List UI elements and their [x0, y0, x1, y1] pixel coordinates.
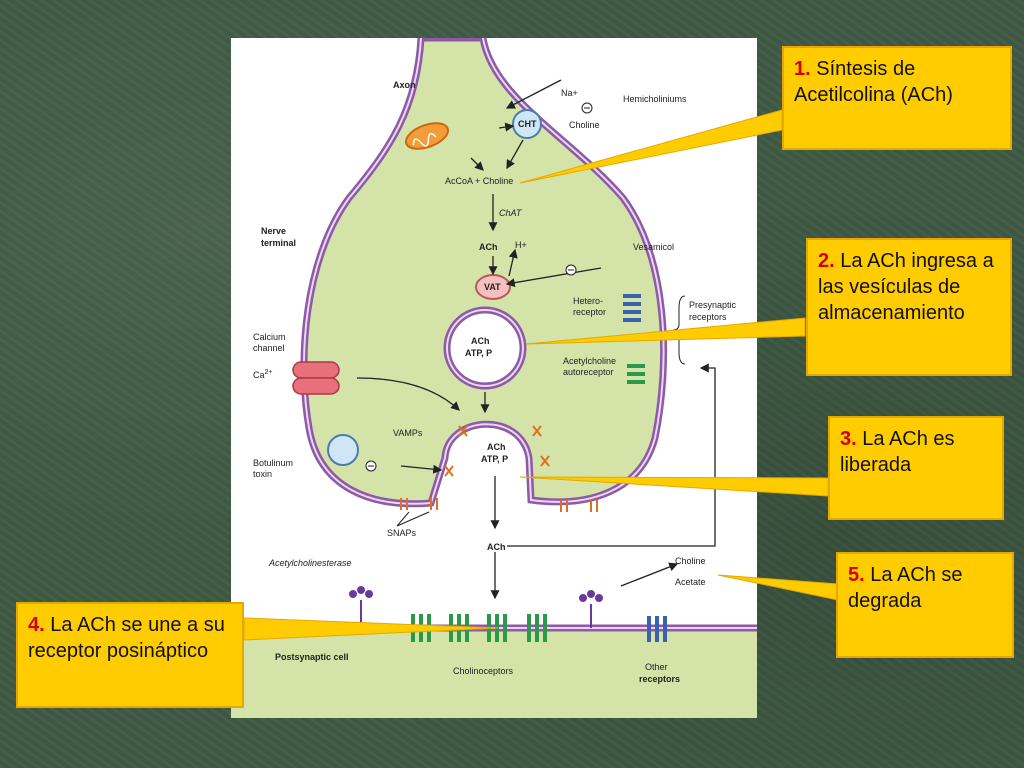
botulinum-toxin [327, 434, 359, 466]
label-vesamicol: Vesamicol [633, 242, 674, 252]
label-acetylcholine-auto-2: autoreceptor [563, 367, 614, 377]
label-choline-bottom: Choline [675, 556, 706, 566]
label-nerve-terminal-2: terminal [261, 238, 296, 248]
label-vamps: VAMPs [393, 428, 423, 438]
label-other-1: Other [645, 662, 668, 672]
label-na: Na+ [561, 88, 578, 98]
inhibition-symbols [365, 102, 593, 472]
label-acetylcholinesterase: Acetylcholinesterase [268, 558, 352, 568]
label-ach-cleft: ACh [487, 542, 506, 552]
label-other-2: receptors [639, 674, 680, 684]
other-receptors [647, 616, 667, 642]
label-ca-text: Ca [253, 370, 265, 380]
callout-number: 1. [794, 58, 811, 80]
label-axon: Axon [393, 80, 416, 90]
callout-text: La ACh se degrada [848, 564, 963, 612]
callout-number: 5. [848, 564, 865, 586]
mitochondrion [404, 122, 450, 150]
label-ach-release: ACh [487, 442, 506, 452]
label-ca: Ca2+ [253, 369, 273, 380]
callout-number: 3. [840, 428, 857, 450]
label-hemicholiniums: Hemicholiniums [623, 94, 687, 104]
postsynaptic-cell [231, 628, 757, 718]
callout-number: 2. [818, 250, 835, 272]
label-calcium-1: Calcium [253, 332, 286, 342]
label-h-plus: H+ [515, 240, 527, 250]
callout-text: Síntesis de Acetilcolina (ACh) [794, 58, 953, 106]
callout-text: La ACh es liberada [840, 428, 955, 476]
label-atp-release: ATP, P [481, 454, 508, 464]
vamps-snaps [400, 425, 598, 512]
callout-release: 3. La ACh es liberada [828, 416, 1004, 520]
pointer-1 [519, 109, 783, 184]
label-hetero-2: receptor [573, 307, 606, 317]
acetylcholinesterase-enzyme [349, 586, 603, 628]
label-presynaptic-2: receptors [689, 312, 727, 322]
cht-label: CHT [518, 119, 537, 129]
label-postsynaptic: Postsynaptic cell [275, 652, 349, 662]
label-ach-vesicle: ACh [471, 336, 490, 346]
callout-text: La ACh se une a su receptor posináptico [28, 614, 225, 662]
callout-receptor-binding: 4. La ACh se une a su receptor posinápti… [16, 602, 244, 708]
label-ca-sup: 2+ [265, 369, 273, 376]
label-accoa-choline: AcCoA + Choline [445, 176, 513, 186]
synapse-diagram-svg: CHT VAT [231, 38, 757, 718]
label-choline-top: Choline [569, 120, 600, 130]
callout-degradation: 5. La ACh se degrada [836, 552, 1014, 658]
label-ach-synth: ACh [479, 242, 498, 252]
callout-text: La ACh ingresa a las vesículas de almace… [818, 250, 994, 324]
callout-number: 4. [28, 614, 45, 636]
pathway-arrows [356, 79, 716, 600]
label-cholinoceptors: Cholinoceptors [453, 666, 514, 676]
pointer-4 [243, 617, 499, 641]
label-calcium-2: channel [253, 343, 285, 353]
label-hetero-1: Hetero- [573, 296, 603, 306]
vat-label: VAT [484, 282, 501, 292]
label-acetate: Acetate [675, 577, 706, 587]
pointer-5 [717, 574, 839, 601]
callout-synthesis: 1. Síntesis de Acetilcolina (ACh) [782, 46, 1012, 150]
label-nerve-terminal-1: Nerve [261, 226, 286, 236]
pointer-3 [519, 476, 829, 497]
label-atp-vesicle: ATP, P [465, 348, 492, 358]
pointer-2 [525, 317, 806, 345]
label-snaps: SNAPs [387, 528, 417, 538]
label-botulinum-1: Botulinum [253, 458, 293, 468]
label-acetylcholine-auto-1: Acetylcholine [563, 356, 616, 366]
label-chat: ChAT [499, 208, 523, 218]
callout-vesicle-storage: 2. La ACh ingresa a las vesículas de alm… [806, 238, 1012, 376]
label-presynaptic-1: Presynaptic [689, 300, 737, 310]
heteroreceptor [623, 294, 641, 322]
calcium-channel [292, 361, 340, 395]
autoreceptor [627, 364, 645, 384]
label-botulinum-2: toxin [253, 469, 272, 479]
